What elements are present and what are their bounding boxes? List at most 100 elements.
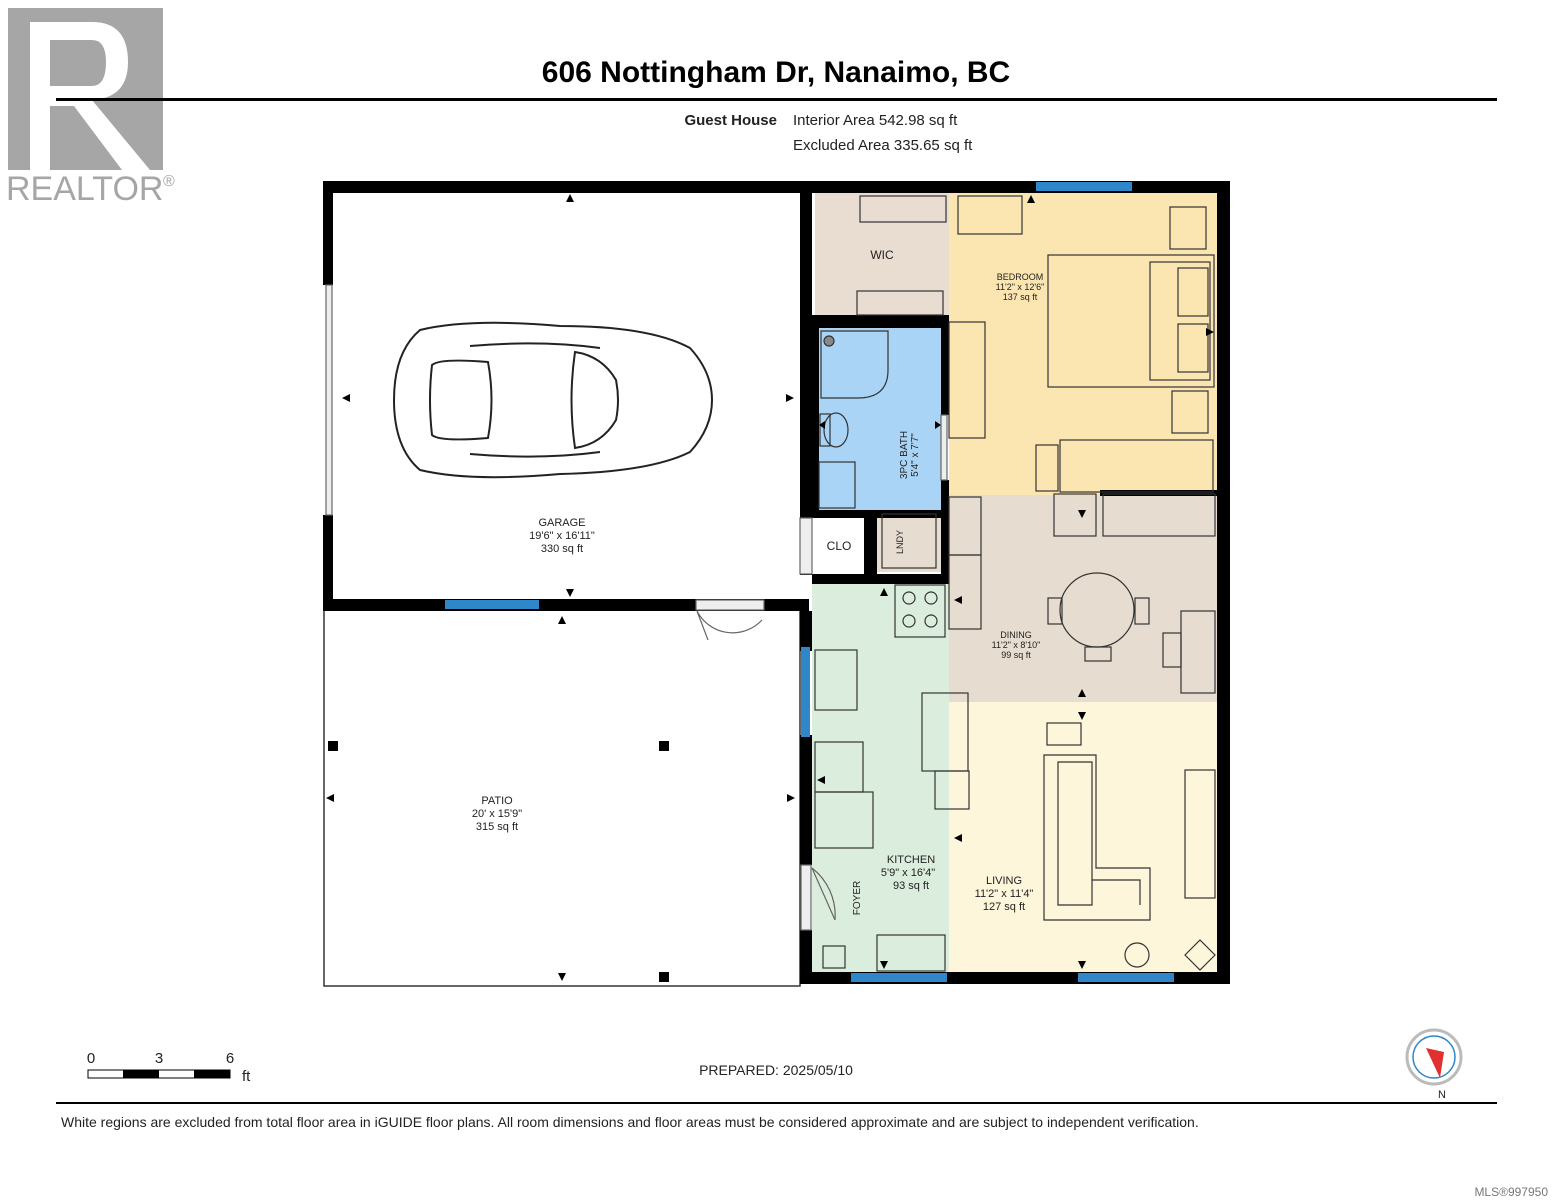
bedroom-label: BEDROOM: [997, 272, 1044, 282]
wall: [800, 735, 812, 865]
footer-disclaimer: White regions are excluded from total fl…: [61, 1114, 1199, 1130]
car-icon: [392, 321, 714, 479]
bath-door: [940, 414, 948, 481]
living-dims: 11'2" x 11'4": [975, 888, 1034, 900]
kitchen-label: KITCHEN: [887, 854, 935, 866]
wall: [812, 315, 819, 510]
window: [1078, 973, 1174, 982]
tick: [787, 794, 795, 802]
garage-door: [325, 284, 333, 516]
wardrobe: [948, 321, 986, 439]
patio-post: [659, 972, 669, 982]
floor-lamp: [1184, 939, 1216, 971]
armchair: [1053, 493, 1097, 537]
closet-label: CLO: [827, 539, 852, 553]
wall: [941, 315, 949, 415]
bath-label: 3PC BATH: [899, 431, 910, 479]
stove: [894, 584, 946, 638]
car-windshield: [570, 350, 619, 450]
dresser: [957, 195, 1023, 235]
wall: [1217, 181, 1230, 984]
realtor-wordmark: REALTOR: [6, 170, 163, 208]
wall: [812, 574, 949, 584]
tick: [558, 973, 566, 981]
logo-r-shape: [50, 22, 150, 170]
wic-floor: [815, 193, 949, 315]
pillow: [1177, 323, 1209, 373]
wall: [1100, 490, 1217, 496]
bedroom-area: 137 sq ft: [1003, 292, 1038, 302]
bath-dims: 5'4" x 7'7": [910, 433, 921, 477]
wall: [800, 611, 812, 651]
wall: [323, 599, 809, 611]
furniture: [814, 195, 1216, 972]
scale-label-0: 0: [87, 1050, 95, 1067]
patio-label: PATIO: [481, 795, 513, 807]
patio-dims: 20' x 15'9": [472, 808, 522, 820]
sink: [814, 649, 858, 711]
window: [445, 600, 539, 609]
dining-chair: [1084, 646, 1112, 662]
living-area: 127 sq ft: [983, 901, 1025, 913]
kitchen-dims: 5'9" x 16'4": [881, 867, 935, 879]
tick: [1078, 689, 1086, 697]
page-title: 606 Nottingham Dr, Nanaimo, BC: [542, 56, 1010, 89]
burner: [902, 614, 916, 628]
bench: [1059, 439, 1214, 493]
compass-north-label: N: [1438, 1089, 1446, 1101]
sectional-sofa: [1043, 754, 1151, 921]
footer-rule: [56, 1102, 1497, 1104]
car-rear-window: [429, 359, 493, 441]
burner: [902, 591, 916, 605]
wall: [800, 930, 812, 984]
patio-door-swing: [696, 610, 763, 641]
doors: [325, 284, 948, 931]
shower-drain: [823, 335, 835, 347]
tick: [819, 421, 825, 429]
scale-unit: ft: [242, 1068, 251, 1085]
laundry-label: LNDY: [895, 530, 905, 554]
tick: [1206, 328, 1214, 336]
bedroom-floor: [949, 193, 1217, 495]
wall: [812, 510, 941, 518]
building-name: Guest House: [684, 112, 777, 129]
tick: [566, 194, 574, 202]
bed: [1047, 254, 1215, 388]
sofa-cushions: [1057, 761, 1141, 906]
compass-inner-ring: [1412, 1035, 1456, 1079]
wic-label: WIC: [870, 248, 894, 262]
tick: [880, 588, 888, 596]
fridge: [814, 791, 874, 849]
front-door: [800, 864, 812, 931]
scale-bar: 0 3 6 ft: [87, 1050, 251, 1085]
wall: [812, 315, 949, 328]
toilet-tank: [819, 413, 831, 447]
closet-door: [799, 517, 813, 575]
excluded-area: Excluded Area 335.65 sq ft: [793, 137, 973, 154]
tick: [1078, 961, 1086, 969]
sideboard: [1102, 493, 1216, 537]
tick: [342, 394, 350, 402]
scale-label-6: 6: [226, 1050, 234, 1067]
tick: [1078, 510, 1086, 518]
tick: [1078, 712, 1086, 720]
living-label: LIVING: [986, 875, 1022, 887]
tick: [326, 794, 334, 802]
burner: [924, 614, 938, 628]
scale-segment: [194, 1070, 230, 1078]
wall: [323, 181, 333, 285]
mls-number: MLS®997950: [1474, 1185, 1548, 1199]
dining-chair: [1134, 597, 1150, 625]
shower: [820, 330, 889, 399]
washer: [881, 513, 937, 569]
scale-segment: [123, 1070, 159, 1078]
logo-r-stem: [30, 22, 50, 170]
compass-icon: N: [1405, 1028, 1463, 1101]
living-floor: [949, 702, 1217, 972]
prepared-date: PREPARED: 2025/05/10: [699, 1062, 853, 1078]
cabinet: [876, 934, 946, 972]
windows: [445, 182, 1174, 982]
dining-floor: [949, 495, 1217, 702]
wall: [800, 193, 812, 575]
plant: [1124, 942, 1150, 968]
